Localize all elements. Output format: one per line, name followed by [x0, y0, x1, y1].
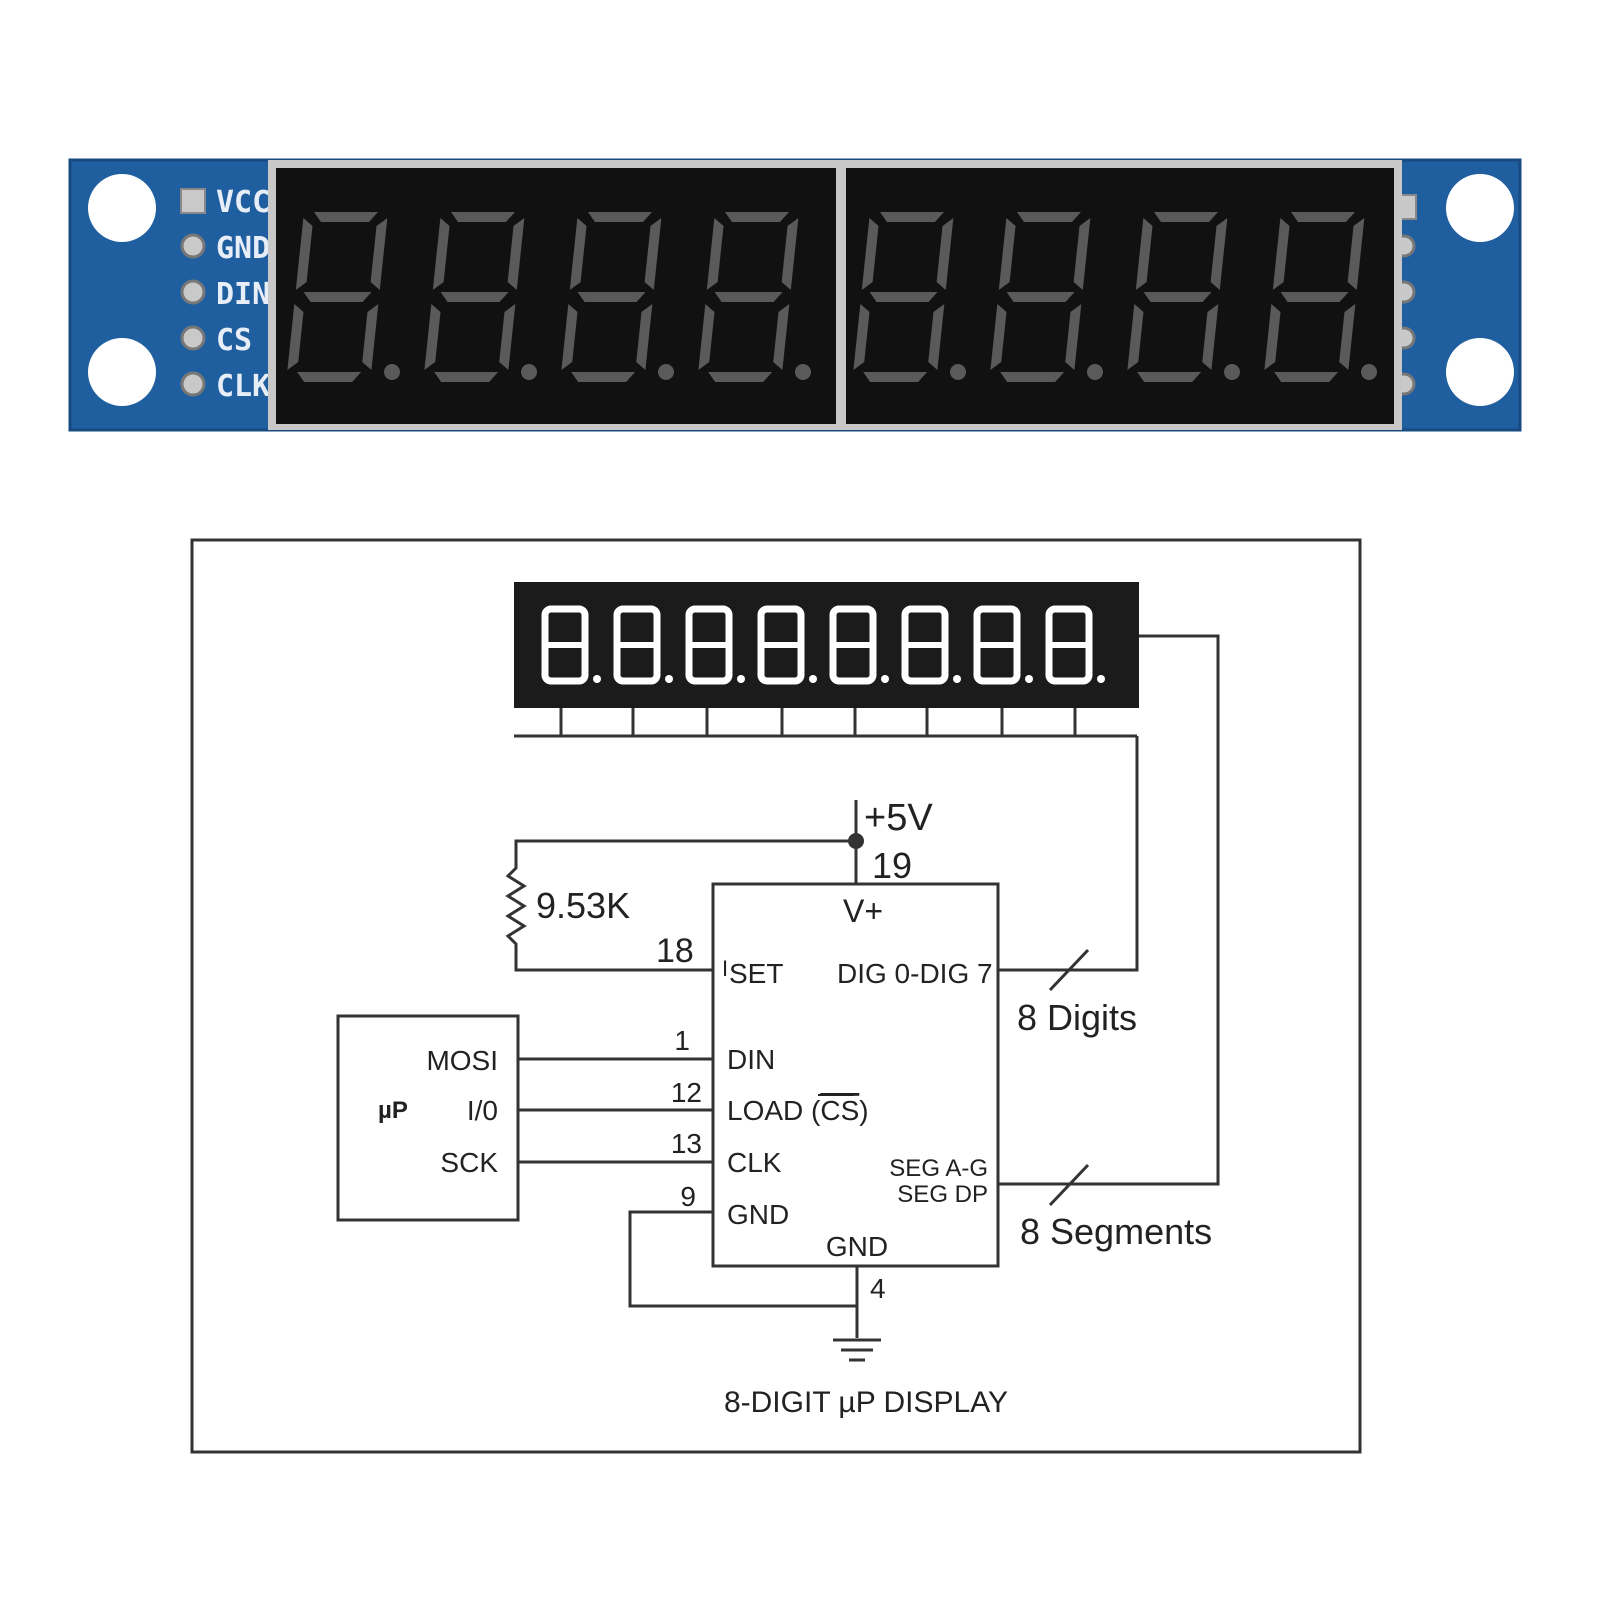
pin-label-gnd: GND: [216, 231, 270, 266]
chip-iset: SET: [729, 958, 783, 989]
mcu-io: I/0: [467, 1095, 498, 1126]
pin-clk: 13: [671, 1128, 702, 1159]
pin-din: 1: [674, 1025, 690, 1056]
mcu-sck: SCK: [440, 1147, 498, 1178]
chip-load: LOAD (CS): [727, 1095, 869, 1126]
pin-gnd-left: 9: [680, 1181, 696, 1212]
chip-seg-ag: SEG A-G: [889, 1155, 988, 1182]
supply-label: +5V: [864, 797, 933, 839]
pin-pad: [180, 325, 206, 351]
chip-din: DIN: [727, 1044, 775, 1075]
mounting-hole: [1446, 174, 1514, 242]
chip-gnd-bottom: GND: [826, 1231, 888, 1262]
resistor: [505, 839, 856, 972]
pin-label-clk: CLK: [216, 369, 270, 404]
chip-vplus: V+: [843, 893, 883, 929]
schematic-display: [514, 582, 1139, 708]
segment-bus: [998, 634, 1220, 1186]
max7219-module: VCC GND DIN CS CLK: [68, 158, 1522, 432]
mounting-hole: [88, 174, 156, 242]
chip-clk: CLK: [727, 1147, 782, 1178]
chip-seg-dp: SEG DP: [897, 1181, 988, 1208]
bus-slash: [1048, 1163, 1090, 1207]
gnd-wire-left: [628, 1210, 857, 1308]
pin-label-cs: CS: [216, 323, 252, 358]
digit-bus: [514, 708, 1139, 972]
schematic: 8 Digits 8 Segments V+ I SET DIG 0-DIG 7…: [190, 538, 1362, 1454]
pin-pad: [180, 279, 206, 305]
ground-symbol: [833, 1338, 881, 1362]
mounting-hole: [1446, 338, 1514, 406]
iset-pin: 18: [656, 932, 694, 970]
digits-label: 8 Digits: [1017, 997, 1137, 1038]
pin-label-vcc: VCC: [216, 185, 270, 220]
pin-pad: [180, 233, 206, 259]
mounting-hole: [88, 338, 156, 406]
microcontroller: [336, 1014, 520, 1222]
chip-gnd-left: GND: [727, 1199, 789, 1230]
pin-label-din: DIN: [216, 277, 270, 312]
segments-label: 8 Segments: [1020, 1211, 1212, 1252]
pin-pad: [180, 188, 206, 214]
chip-dig: DIG 0-DIG 7: [837, 958, 993, 989]
resistor-label: 9.53K: [536, 885, 630, 926]
mcu-mosi: MOSI: [426, 1045, 498, 1076]
supply-pin: 19: [872, 845, 912, 886]
chip-iset-i: I: [722, 956, 728, 981]
pin-gnd-bottom: 4: [870, 1273, 886, 1304]
pin-load: 12: [671, 1077, 702, 1108]
caption: 8-DIGIT µP DISPLAY: [724, 1386, 1008, 1419]
max7219-chip: [711, 882, 1000, 1268]
bus-slash: [1048, 948, 1090, 992]
pin-pad: [180, 371, 206, 397]
mcu-label: µP: [378, 1097, 408, 1124]
